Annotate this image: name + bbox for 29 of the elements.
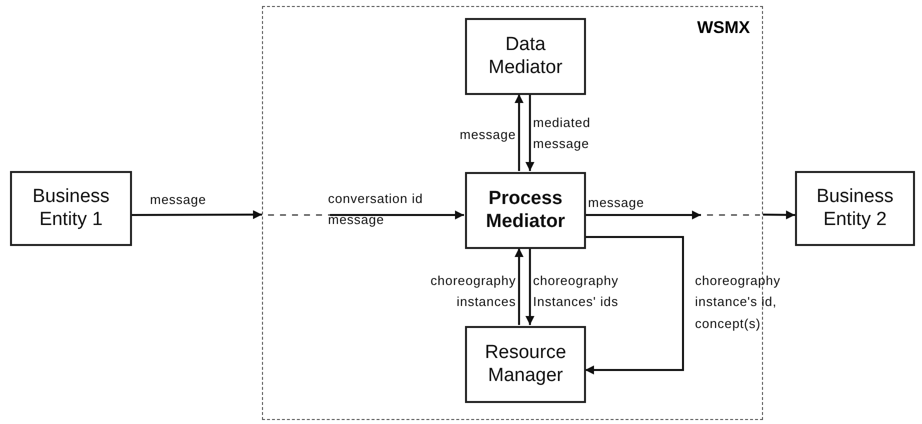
edge-label: choreography Instances' ids <box>533 272 620 312</box>
component-box <box>465 326 586 403</box>
dashed-line-gap <box>268 214 330 216</box>
edge-label: choreography instances <box>430 272 516 312</box>
edge-label: message <box>458 126 516 144</box>
arrow <box>132 210 262 220</box>
arrow <box>585 210 701 220</box>
arrow <box>762 210 796 220</box>
box-label: Business Entity 1 <box>31 186 111 232</box>
system-title: WSMX <box>697 17 750 39</box>
component-box <box>10 171 132 246</box>
edge-label: message <box>588 194 646 212</box>
box-label: Business Entity 2 <box>815 186 895 232</box>
arrow <box>585 236 684 374</box>
edge-label: choreography instance's id, concept(s) <box>695 272 782 333</box>
arrow <box>514 94 524 171</box>
arrow <box>525 94 534 171</box>
component-box <box>795 171 915 246</box>
component-box <box>465 18 586 95</box>
arrow <box>330 210 464 220</box>
edge-label: mediated message <box>533 114 592 154</box>
box-label: Process Mediator <box>484 188 566 234</box>
box-label: Data Mediator <box>488 34 564 80</box>
arrow <box>514 248 524 325</box>
arrow <box>525 248 534 325</box>
box-label: Resource Manager <box>484 342 568 388</box>
edge-label: conversation id message <box>328 190 424 230</box>
edge-label: message <box>150 191 208 209</box>
component-box <box>465 172 586 249</box>
